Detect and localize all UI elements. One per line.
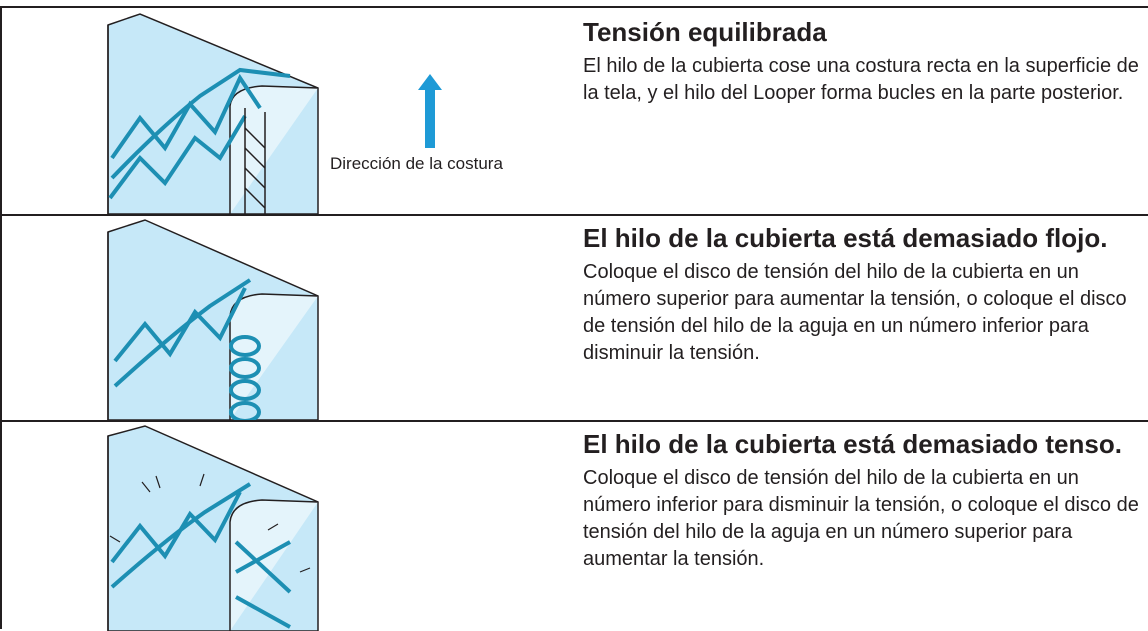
tight-tension-heading: El hilo de la cubierta está demasiado te… <box>583 429 1122 459</box>
table-row-loose: El hilo de la cubierta está demasiado fl… <box>0 214 1148 420</box>
fabric-stitch-illustration <box>107 219 319 420</box>
table-left-border <box>0 6 2 629</box>
table-row-balanced: Dirección de la costura Tensión equilibr… <box>0 6 1148 214</box>
tight-tension-body: Coloque el disco de tensión del hilo de … <box>583 467 1139 570</box>
loose-tension-heading: El hilo de la cubierta está demasiado fl… <box>583 223 1108 253</box>
fabric-stitch-illustration <box>107 13 442 214</box>
sewing-direction-caption: Dirección de la costura <box>330 154 503 173</box>
balanced-tension-body: El hilo de la cubierta cose una costura … <box>583 55 1139 104</box>
table-row-tight: El hilo de la cubierta está demasiado te… <box>0 420 1148 631</box>
tight-tension-text: El hilo de la cubierta está demasiado te… <box>583 430 1143 573</box>
fabric-stitch-illustration <box>107 425 319 631</box>
loose-tension-illustration <box>0 216 570 420</box>
tight-tension-illustration <box>0 422 570 631</box>
loose-tension-text: El hilo de la cubierta está demasiado fl… <box>583 224 1143 367</box>
balanced-tension-text: Tensión equilibrada El hilo de la cubier… <box>583 18 1143 107</box>
loose-tension-body: Coloque el disco de tensión del hilo de … <box>583 261 1127 364</box>
balanced-tension-illustration: Dirección de la costura <box>0 8 570 214</box>
balanced-tension-heading: Tensión equilibrada <box>583 17 827 47</box>
